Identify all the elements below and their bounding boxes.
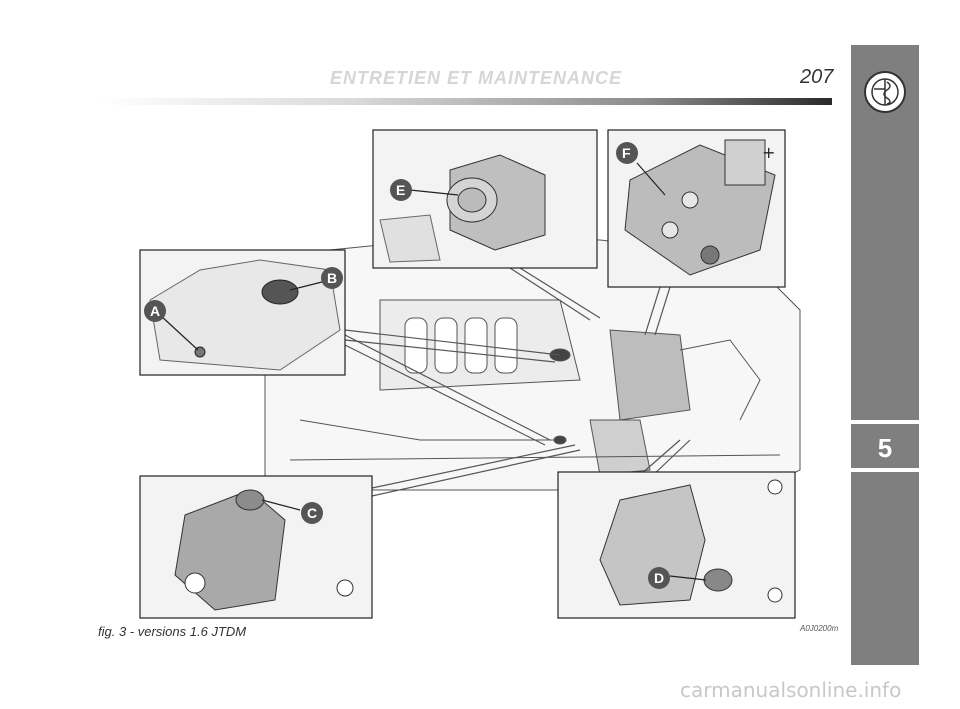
inset-a-b (139, 249, 346, 376)
side-tab-divider (851, 468, 919, 472)
inset-c (139, 475, 373, 619)
page-header-title: ENTRETIEN ET MAINTENANCE (330, 68, 623, 88)
callout-a: A (144, 300, 166, 322)
figure-code: A0J0200m (800, 624, 839, 633)
pointer-lines (344, 267, 691, 497)
callout-b: B (321, 267, 343, 289)
callout-f-label: F (622, 145, 631, 161)
callout-c-label: C (307, 505, 317, 521)
callout-e-label: E (396, 182, 405, 198)
inset-f: + (607, 129, 786, 288)
callout-f: F (616, 142, 638, 164)
header-rule (100, 98, 832, 105)
callout-d-label: D (654, 570, 664, 586)
inset-e (372, 129, 598, 269)
callout-b-label: B (327, 270, 337, 286)
side-tab-divider (851, 420, 919, 424)
callout-a-label: A (150, 303, 160, 319)
callout-d: D (648, 567, 670, 589)
callout-c: C (301, 502, 323, 524)
callout-e: E (390, 179, 412, 201)
inset-d (557, 471, 796, 619)
chapter-side-tab (851, 45, 919, 665)
chapter-number: 5 (877, 433, 893, 463)
figure-caption: fig. 3 - versions 1.6 JTDM (98, 624, 247, 639)
svg-text:+: + (762, 143, 775, 162)
watermark-text: carmanualsonline.info (680, 678, 902, 702)
page-number: 207 (800, 66, 834, 88)
alfa-romeo-logo-icon (864, 71, 906, 113)
